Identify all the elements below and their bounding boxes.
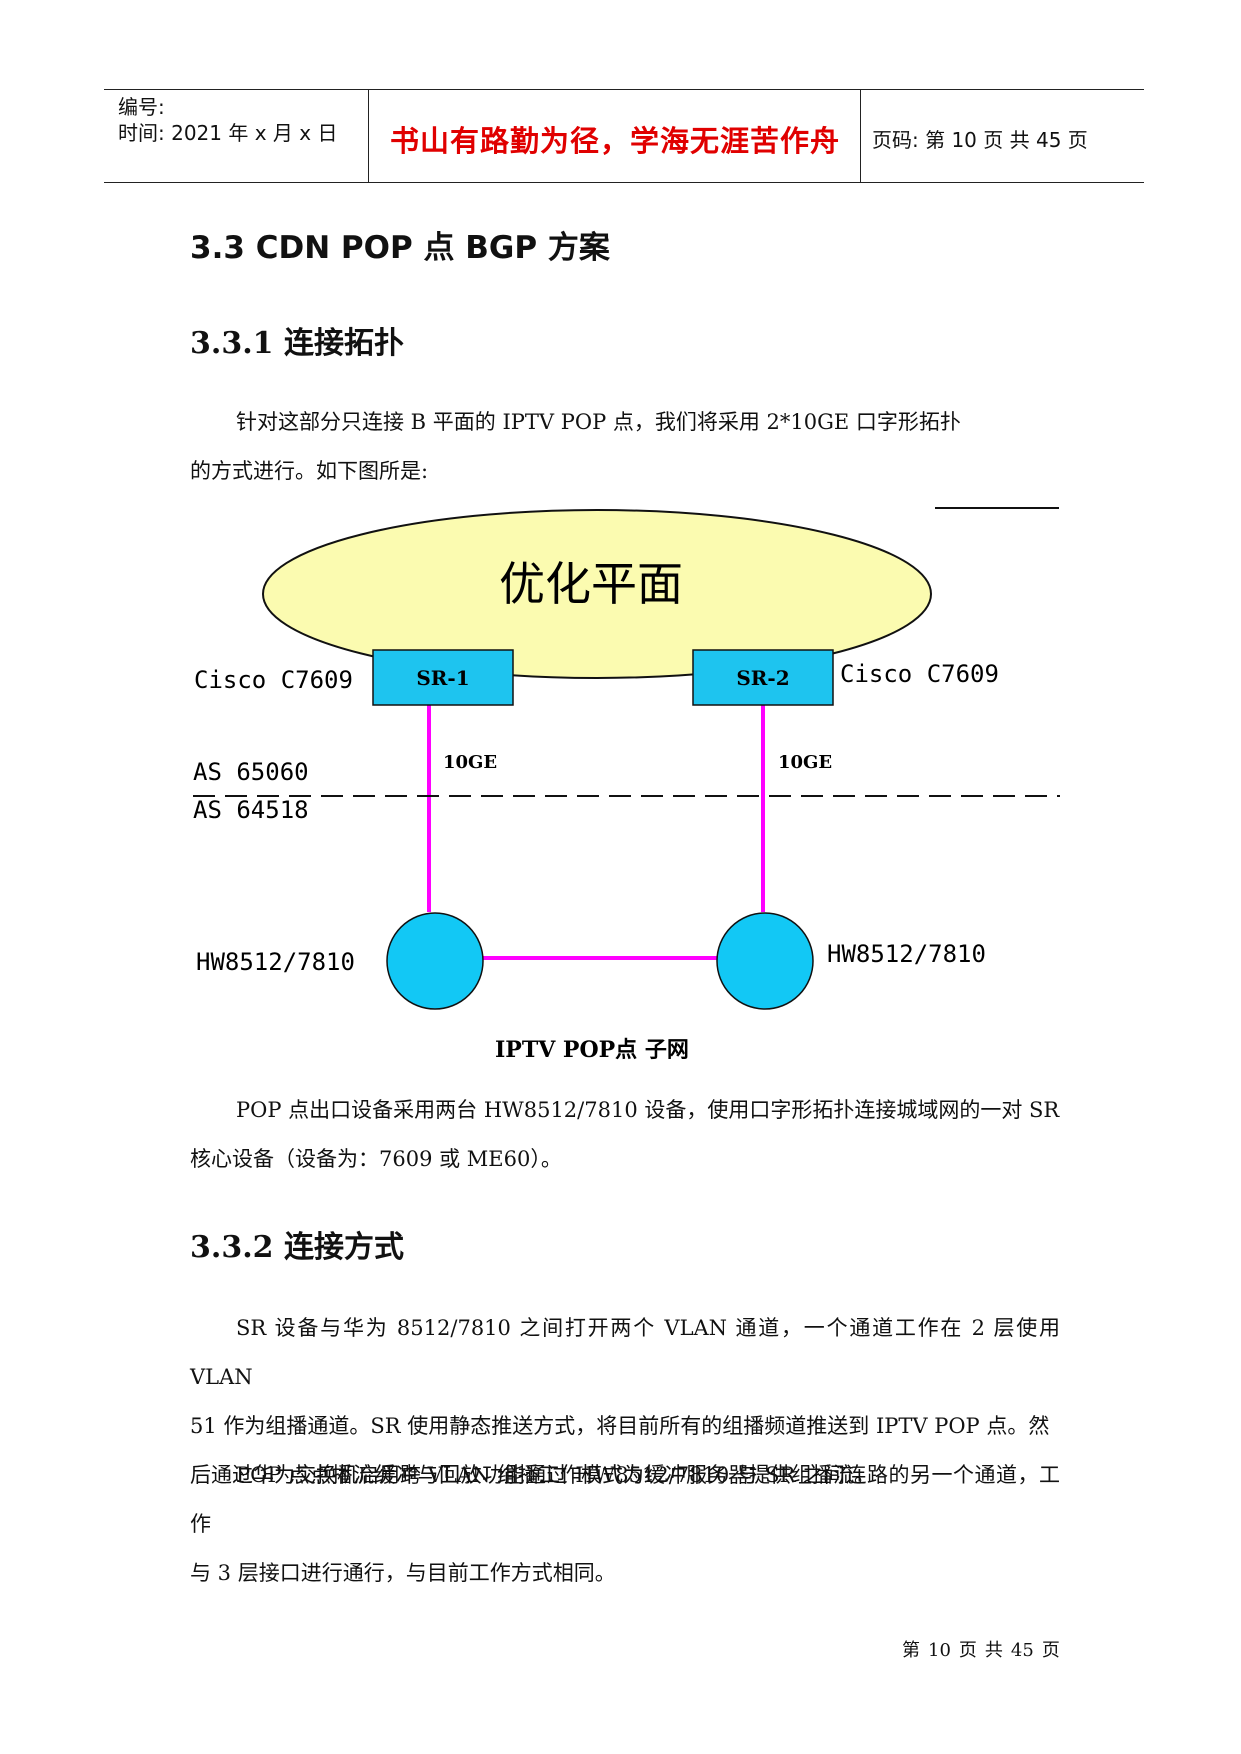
paragraph-line: 后通过华为交换机启用跨 VLAN 组播工作模式为缓冲服务器提供组播流。 — [190, 1463, 875, 1487]
paragraph-topology-intro: 针对这部分只连接 B 平面的 IPTV POP 点，我们将采用 2*10GE 口… — [190, 398, 1060, 496]
paragraph-line: 核心设备（设备为：7609 或 ME60）。 — [190, 1147, 562, 1171]
paragraph-line: 的方式进行。如下图所是: — [190, 459, 429, 483]
paragraph-line: SR 设备与华为 8512/7810 之间打开两个 VLAN 通道，一个通道工作… — [190, 1316, 1060, 1389]
hw-right-label: HW8512/7810 — [827, 940, 986, 968]
header-motto: 书山有路勤为径，学海无涯苦作舟 — [389, 124, 840, 158]
header-divider-right — [860, 89, 861, 183]
link-right-label: 10GE — [778, 752, 832, 773]
paragraph-line: POP 点出口设备采用两台 HW8512/7810 设备，使用口字形拓扑连接城域… — [236, 1098, 1060, 1122]
paragraph-pop-devices: POP 点出口设备采用两台 HW8512/7810 设备，使用口字形拓扑连接城域… — [190, 1086, 1060, 1184]
link-left-label: 10GE — [443, 752, 497, 773]
header-page-info: 页码: 第 10 页 共 45 页 — [872, 128, 1088, 152]
footer-di: 第 — [902, 1640, 920, 1661]
cloud-ellipse — [262, 509, 932, 679]
subsection-title-connection: 3.3.2 连接方式 — [190, 1230, 404, 1265]
as-top-label: AS 65060 — [193, 758, 309, 786]
as-bottom-label: AS 64518 — [193, 796, 309, 824]
cisco-right-label: Cisco C7609 — [840, 660, 999, 688]
paragraph-vlan-channels: SR 设备与华为 8512/7810 之间打开两个 VLAN 通道，一个通道工作… — [190, 1304, 1060, 1500]
hw-right-node — [716, 912, 814, 1010]
header-serial: 编号: — [118, 95, 165, 119]
footer-ye: 页 — [958, 1640, 977, 1661]
header-time: 时间: 2021 年 x 月 x 日 — [118, 121, 338, 145]
header-top-rule — [104, 89, 1144, 90]
sr1-label: SR-1 — [416, 666, 469, 690]
sr2-label: SR-2 — [736, 666, 789, 690]
paragraph-line: POP 点点播流缓冲与回放功能通过 HW8512/7810 与 SR 之间连路的… — [190, 1463, 1060, 1536]
hw-left-label: HW8512/7810 — [196, 948, 355, 976]
hw-left-node — [386, 912, 484, 1010]
footer-gong: 共 — [984, 1640, 1003, 1661]
header-divider-left — [368, 89, 369, 183]
header-bottom-rule — [104, 182, 1144, 183]
subsection-title-topology: 3.3.1 连接拓扑 — [190, 326, 404, 361]
sr1-box — [372, 649, 514, 706]
paragraph-line: 与 3 层接口进行通行，与目前工作方式相同。 — [190, 1561, 616, 1585]
footer-total-pages: 45 — [1010, 1640, 1034, 1661]
cisco-left-label: Cisco C7609 — [194, 666, 353, 694]
sr2-box — [692, 649, 834, 706]
footer-ye: 页 — [1041, 1640, 1060, 1661]
paragraph-vod-buffer: POP 点点播流缓冲与回放功能通过 HW8512/7810 与 SR 之间连路的… — [190, 1451, 1060, 1598]
section-title: 3.3 CDN POP 点 BGP 方案 — [190, 230, 610, 266]
paragraph-line: 针对这部分只连接 B 平面的 IPTV POP 点，我们将采用 2*10GE 口… — [236, 410, 961, 434]
footer-page-number: 10 — [928, 1640, 951, 1661]
cloud-label: 优化平面 — [499, 557, 683, 611]
diagram-caption: IPTV POP点 子网 — [495, 1037, 689, 1063]
paragraph-line: 51 作为组播通道。SR 使用静态推送方式，将目前所有的组播频道推送到 IPTV… — [190, 1414, 1050, 1438]
